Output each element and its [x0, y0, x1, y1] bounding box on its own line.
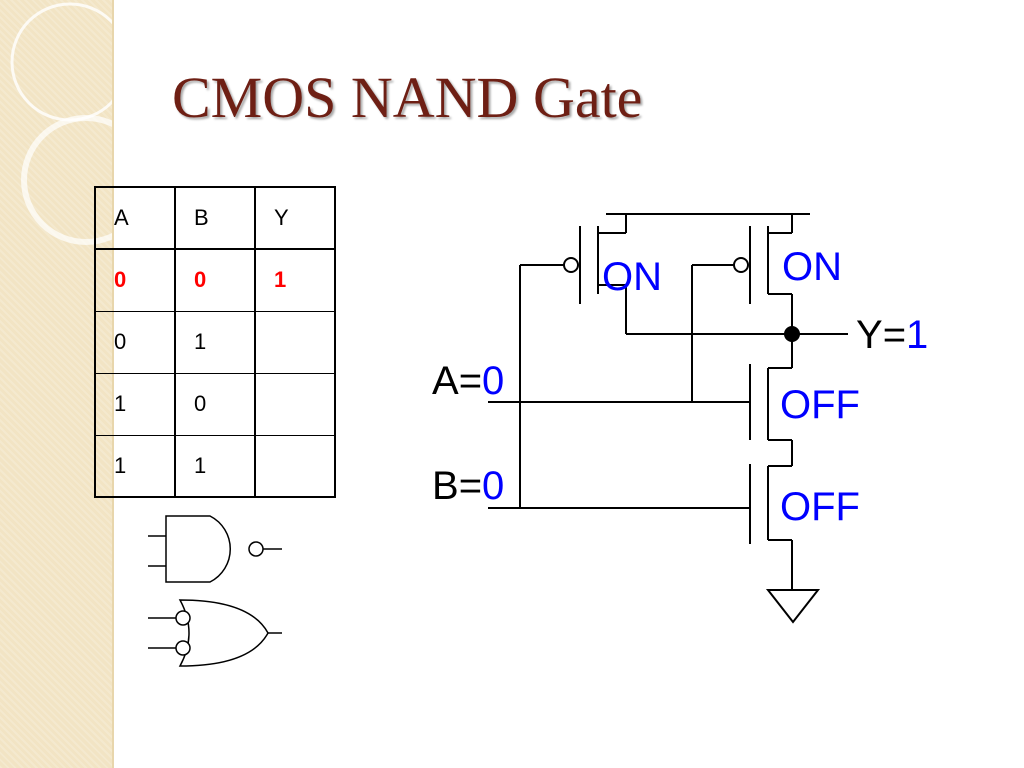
cell-y [254, 434, 336, 498]
cell-y [254, 310, 336, 374]
cell-y: 1 [254, 248, 336, 312]
pmos-left-gate-bubble [563, 257, 579, 273]
cell-b: 1 [174, 310, 256, 374]
cell-b: 1 [174, 434, 256, 498]
truth-table-row: 0 1 [94, 310, 336, 374]
nand-gate-symbol [148, 515, 282, 583]
output-y-label: Y=1 [856, 313, 928, 357]
pmos-right-state: ON [782, 245, 842, 289]
cell-b: 0 [174, 372, 256, 436]
header-cell-b: B [174, 186, 256, 250]
pmos-right-gate-bubble [733, 257, 749, 273]
circuit-wires [488, 213, 848, 624]
cell-a: 1 [94, 434, 176, 498]
or-gate-with-inverted-inputs-symbol [148, 599, 282, 667]
truth-table-header-row: A B Y [94, 186, 336, 250]
header-cell-a: A [94, 186, 176, 250]
input-b-label: B=0 [432, 464, 504, 508]
input-a-label: A=0 [432, 359, 504, 403]
cell-b: 0 [174, 248, 256, 312]
transistor-state-labels: ON ON OFF OFF [602, 245, 860, 529]
pmos-left-state: ON [602, 255, 662, 299]
header-cell-y: Y [254, 186, 336, 250]
truth-table-row: 1 1 [94, 434, 336, 498]
cell-a: 1 [94, 372, 176, 436]
cell-a: 0 [94, 248, 176, 312]
decorative-rings [10, 2, 112, 245]
cell-y [254, 372, 336, 436]
truth-table: A B Y 0 0 1 0 1 1 0 1 1 [94, 186, 336, 498]
page-title: CMOS NAND Gate [172, 65, 643, 130]
truth-table-row: 1 0 [94, 372, 336, 436]
nmos-top-state: OFF [780, 383, 860, 427]
output-node-dot [784, 326, 800, 342]
truth-table-row-highlighted: 0 0 1 [94, 248, 336, 312]
nmos-bottom-state: OFF [780, 485, 860, 529]
